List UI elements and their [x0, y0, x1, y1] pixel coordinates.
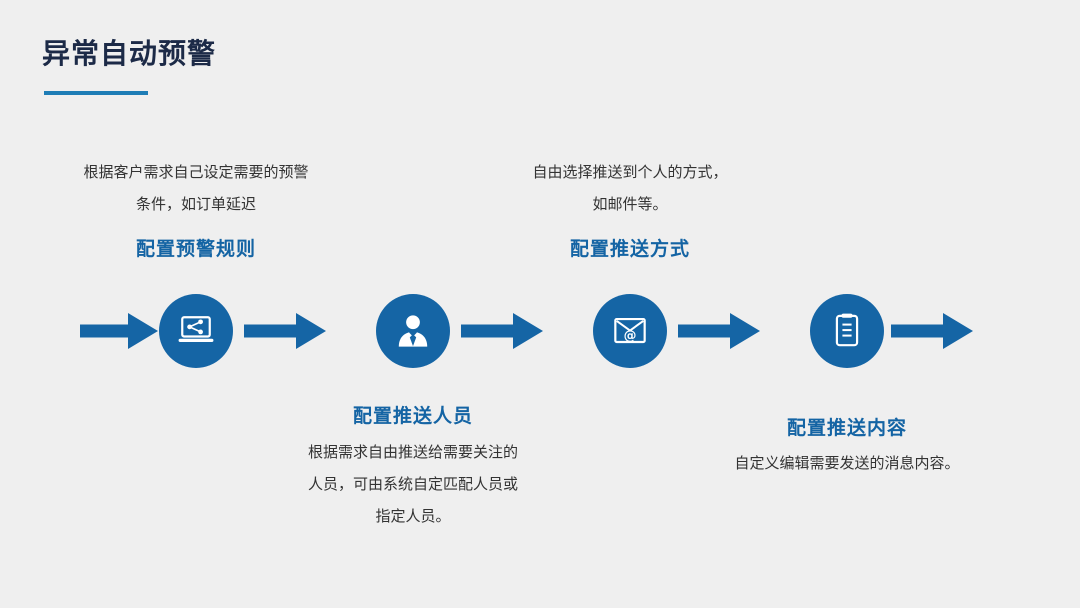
- step-2-description: 根据需求自由推送给需要关注的 人员，可由系统自定匹配人员或 指定人员。: [307, 443, 518, 525]
- flow-arrow-2-3: [461, 313, 543, 349]
- step-1-label: 配置预警规则: [135, 238, 256, 260]
- step-4-node: [810, 294, 884, 368]
- flow-arrow-3-4: [678, 313, 760, 349]
- step-1-node: [159, 294, 233, 368]
- step-4-label: 配置推送内容: [786, 417, 907, 439]
- laptop-share-icon: [178, 316, 214, 342]
- document-lines-icon: [835, 313, 859, 347]
- step-2-label: 配置推送人员: [352, 405, 473, 427]
- businessman-icon: [398, 315, 428, 347]
- title-underline: [44, 91, 148, 95]
- step-2-node: [376, 294, 450, 368]
- step-3-label: 配置推送方式: [569, 238, 690, 260]
- envelope-at-icon: @: [614, 317, 646, 344]
- step-1-description: 根据客户需求自己设定需要的预警 条件，如订单延迟: [83, 163, 309, 213]
- step-4-description: 自定义编辑需要发送的消息内容。: [734, 454, 960, 472]
- flow-arrow-end: [891, 313, 973, 349]
- flow-arrow-1-2: [244, 313, 326, 349]
- svg-text:@: @: [624, 329, 637, 344]
- step-3-node: @: [593, 294, 667, 368]
- step-3-description: 自由选择推送到个人的方式， 如邮件等。: [532, 163, 728, 213]
- page-title: 异常自动预警: [42, 37, 217, 70]
- flow-arrow-start: [80, 313, 158, 349]
